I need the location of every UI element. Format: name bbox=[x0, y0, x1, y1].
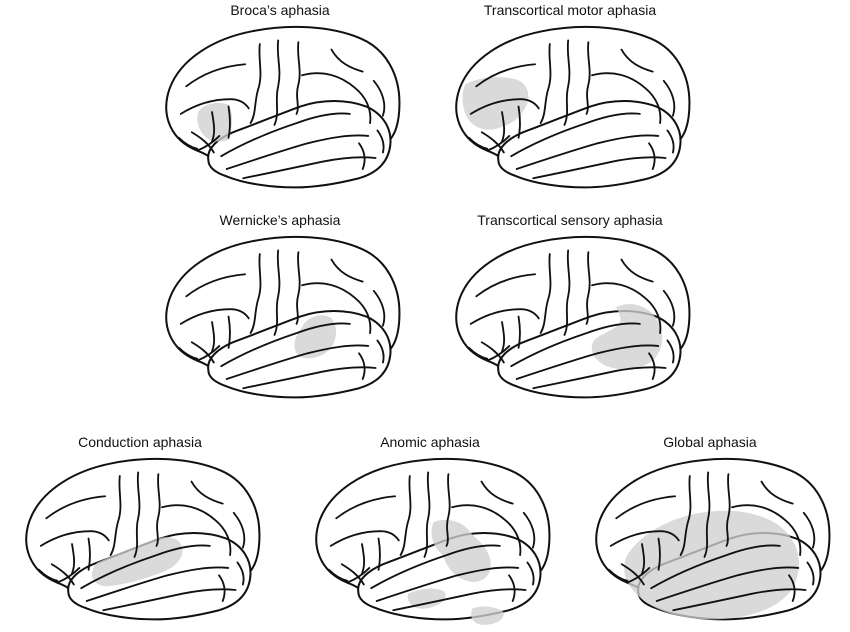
panel-title: Wernicke’s aphasia bbox=[219, 212, 341, 228]
brain-diagram bbox=[140, 232, 420, 402]
panel-conduction-aphasia: Conduction aphasia bbox=[0, 434, 280, 624]
panel-broca-aphasia: Broca’s aphasia bbox=[140, 2, 420, 192]
lesion-area bbox=[407, 588, 446, 609]
panel-anomic-aphasia: Anomic aphasia bbox=[290, 434, 570, 625]
panel-wernicke-aphasia: Wernicke’s aphasia bbox=[140, 212, 420, 402]
brain-diagram bbox=[430, 22, 710, 192]
lesion-area bbox=[591, 304, 663, 370]
panel-title: Transcortical motor aphasia bbox=[483, 2, 657, 18]
lesion-area bbox=[197, 102, 233, 142]
panel-title: Transcortical sensory aphasia bbox=[477, 212, 663, 228]
brain-diagram bbox=[0, 454, 280, 624]
lesion-area bbox=[294, 315, 337, 359]
panel-title: Broca’s aphasia bbox=[230, 2, 330, 18]
brain-diagram bbox=[140, 22, 420, 192]
panel-title: Global aphasia bbox=[663, 434, 757, 450]
panel-title: Conduction aphasia bbox=[78, 434, 202, 450]
lesion-area bbox=[471, 606, 504, 625]
panel-title: Anomic aphasia bbox=[380, 434, 480, 450]
brain-diagram bbox=[290, 454, 570, 625]
panel-transcortical-sensory-aphasia: Transcortical sensory aphasia bbox=[430, 212, 710, 402]
brain-diagram bbox=[430, 232, 710, 402]
panel-global-aphasia: Global aphasia bbox=[570, 434, 850, 624]
panel-transcortical-motor-aphasia: Transcortical motor aphasia bbox=[430, 2, 710, 192]
brain-diagram bbox=[570, 454, 850, 624]
